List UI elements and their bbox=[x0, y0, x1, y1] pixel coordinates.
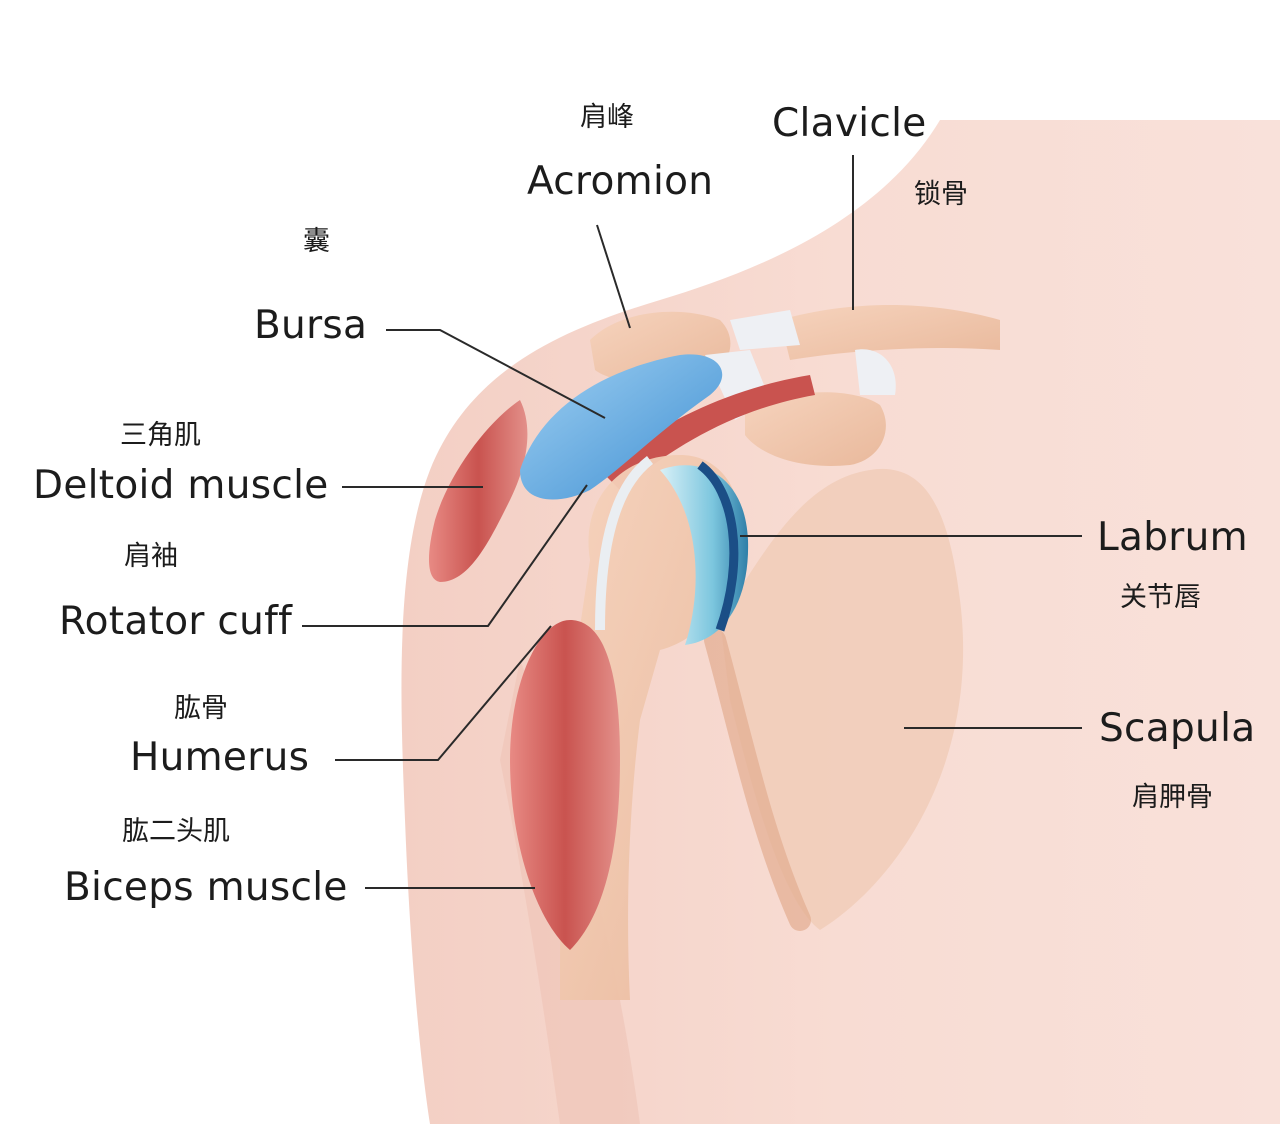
clavicle-bone bbox=[780, 305, 1000, 360]
biceps-label: Biceps muscle bbox=[64, 865, 348, 910]
clavicle-label-zh: 锁骨 bbox=[914, 179, 968, 210]
humerus-label-zh: 肱骨 bbox=[174, 693, 228, 724]
ligament bbox=[730, 310, 800, 350]
rotator-cuff-leader bbox=[302, 484, 588, 627]
scapula-bone bbox=[720, 468, 964, 930]
labrum-label-zh: 关节唇 bbox=[1120, 582, 1201, 613]
bursa-label: Bursa bbox=[254, 303, 368, 348]
labrum-label: Labrum bbox=[1097, 515, 1248, 560]
ligament bbox=[855, 349, 896, 395]
bursa-leader bbox=[386, 329, 606, 419]
biceps-label-zh: 肱二头肌 bbox=[122, 816, 230, 847]
deltoid-label-zh: 三角肌 bbox=[120, 420, 201, 451]
biceps-muscle bbox=[510, 620, 620, 950]
rotator-cuff-label: Rotator cuff bbox=[59, 599, 293, 644]
rotator-cuff-label-zh: 肩袖 bbox=[124, 541, 178, 572]
deltoid-label: Deltoid muscle bbox=[33, 463, 329, 508]
coracoid-bone bbox=[745, 392, 886, 466]
scapula-label-zh: 肩胛骨 bbox=[1132, 782, 1213, 813]
humerus-label: Humerus bbox=[130, 735, 310, 780]
scapula-label: Scapula bbox=[1099, 706, 1256, 751]
bursa-label-zh: 囊 bbox=[303, 226, 330, 257]
acromion-label: Acromion bbox=[527, 159, 714, 204]
deltoid-muscle bbox=[428, 400, 528, 582]
humerus-leader bbox=[335, 625, 552, 761]
clavicle-label: Clavicle bbox=[772, 101, 927, 146]
acromion-leader bbox=[596, 224, 631, 329]
biceps-tendon bbox=[595, 456, 654, 631]
acromion-label-zh: 肩峰 bbox=[580, 102, 634, 133]
bursa-sac bbox=[520, 354, 723, 500]
scapula-edge bbox=[704, 629, 811, 931]
labrum-rim bbox=[697, 461, 739, 632]
